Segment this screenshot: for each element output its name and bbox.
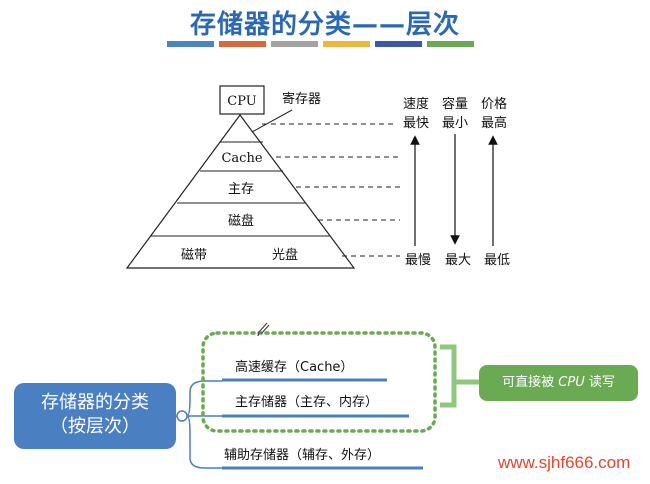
cpu-label: CPU: [227, 94, 256, 109]
speed-top: 最快: [403, 116, 429, 131]
price-bottom: 最低: [484, 253, 510, 268]
cpu-bracket: [440, 344, 479, 408]
root-line-2: （按层次）: [50, 416, 140, 437]
stripe-3: [271, 41, 318, 47]
watermark-url: www.sjhf666.com: [498, 453, 631, 472]
branch-link-1: [186, 380, 222, 417]
cpu-note-prefix: 可直接被: [502, 375, 559, 390]
pencil-icon: [257, 322, 270, 337]
price-header: 价格: [481, 96, 507, 112]
stripe-5: [375, 41, 422, 47]
property-columns: 速度 最快 最慢 容量 最小 最大 价格 最高 最低: [403, 96, 510, 268]
root-line-1: 存储器的分类: [41, 392, 149, 413]
pyramid: CPU 寄存器 Cache 主存 磁盘 磁带 光盘: [125, 85, 356, 269]
capacity-top: 最小: [442, 116, 468, 131]
stripe-1: [167, 41, 214, 47]
root-node: 存储器的分类 （按层次）: [14, 383, 176, 449]
mindmap-connectors: [176, 380, 222, 469]
cpu-note-suffix: 读写: [584, 375, 615, 390]
level-disk: 磁盘: [228, 213, 254, 229]
cpu-note-cpu: CPU: [558, 375, 585, 390]
dashed-connectors: [262, 123, 400, 257]
level-cache: Cache: [221, 151, 262, 166]
page-title: 存储器的分类——层次: [189, 10, 460, 40]
register-pointer-line: [251, 109, 293, 133]
stripe-2: [219, 41, 266, 47]
branch-cache-label: 高速缓存（Cache）: [235, 359, 353, 375]
register-label: 寄存器: [282, 91, 321, 107]
branch-aux-memory-label: 辅助存储器（辅存、外存）: [224, 448, 380, 463]
capacity-bottom: 最大: [445, 253, 471, 268]
stripe-6: [427, 41, 474, 47]
level-tape: 磁带: [181, 248, 207, 263]
pyramid-outline: [125, 113, 356, 269]
level-main-memory: 主存: [228, 182, 254, 197]
color-stripes: [167, 41, 477, 48]
speed-header: 速度: [403, 96, 429, 112]
capacity-header: 容量: [442, 96, 468, 112]
speed-bottom: 最慢: [405, 252, 431, 268]
branch-link-3: [186, 415, 222, 469]
price-top: 最高: [481, 115, 507, 131]
level-optical: 光盘: [272, 247, 298, 263]
cpu-access-group: [201, 331, 437, 433]
cpu-access-note: 可直接被 CPU 读写: [479, 365, 638, 401]
branch-main-memory-label: 主存储器（主存、内存）: [235, 394, 378, 410]
root-node-circle: [176, 410, 188, 422]
stripe-4: [323, 41, 370, 47]
cpu-box: [219, 85, 265, 115]
